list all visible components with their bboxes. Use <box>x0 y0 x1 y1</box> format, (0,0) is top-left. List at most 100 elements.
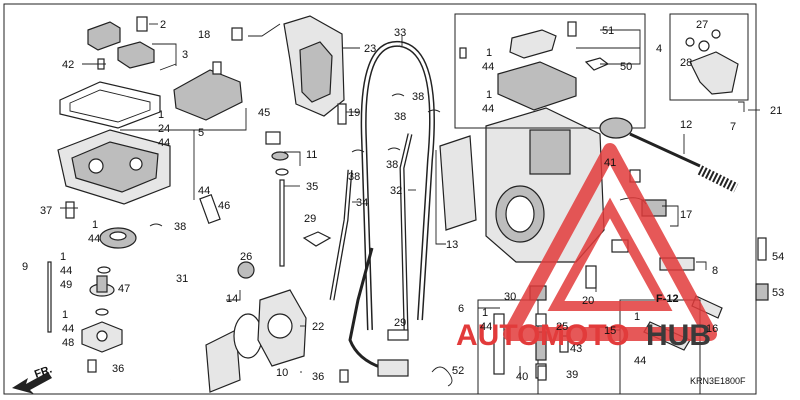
cover-cap <box>117 41 155 69</box>
clip-29 <box>302 231 332 247</box>
label-43: 43 <box>570 343 582 355</box>
gasket-14 <box>205 329 241 393</box>
label-f12: F-12 <box>656 293 679 305</box>
hose-33-right-inner <box>399 42 434 321</box>
label-41: 41 <box>604 157 616 169</box>
label-46: 46 <box>218 200 230 212</box>
throttle-valve-12 <box>599 117 739 193</box>
tube-31-inner <box>148 232 172 381</box>
float-valve-parts <box>47 201 137 373</box>
carburetor-body <box>439 107 605 263</box>
valve-head <box>599 117 633 139</box>
spring-11 <box>271 151 289 161</box>
insulator-parts <box>205 289 307 393</box>
label-42: 42 <box>62 59 74 71</box>
label-38-c: 38 <box>394 111 406 123</box>
screw-20 <box>585 265 597 289</box>
chamber-bore-2 <box>129 157 143 171</box>
watermark-inner-triangle <box>547 197 673 311</box>
label-2: 2 <box>160 19 166 31</box>
label-31: 31 <box>176 273 188 285</box>
label-24: 24 <box>158 123 170 135</box>
label-44-b: 44 <box>198 185 210 197</box>
label-30: 30 <box>504 291 516 303</box>
label-20: 20 <box>582 295 594 307</box>
throttle-cover-inner <box>299 41 333 103</box>
hose-34-inner <box>330 169 352 301</box>
label-38-d: 38 <box>348 171 360 183</box>
label-38-a: 38 <box>174 221 186 233</box>
label-35: 35 <box>306 181 318 193</box>
washer-35 <box>275 168 289 176</box>
top-cap-frame <box>454 13 646 129</box>
jet-46 <box>199 193 221 225</box>
watermark-text-moto: MOTO <box>540 319 629 352</box>
label-38-b: 38 <box>412 91 424 103</box>
label-34: 34 <box>356 197 368 209</box>
hose-33-left-inner <box>362 42 401 331</box>
label-54: 54 <box>772 251 784 263</box>
label-6: 6 <box>458 303 464 315</box>
diaphragm-cover-hole <box>96 330 108 342</box>
watermark-triangle <box>503 143 717 341</box>
jet-39 <box>537 365 547 381</box>
right-small-parts <box>691 237 769 319</box>
pilot-47 <box>96 275 108 293</box>
label-23: 23 <box>364 43 376 55</box>
throttle-cover-23 <box>231 15 345 117</box>
label-44-c: 44 <box>88 233 100 245</box>
label-1-e: 1 <box>486 47 492 59</box>
watermark-text-hub: HUB <box>646 319 711 352</box>
top-cover-screw <box>212 61 222 75</box>
label-39: 39 <box>566 369 578 381</box>
label-44-i: 44 <box>480 321 492 333</box>
chamber-interior <box>71 141 159 193</box>
label-10: 10 <box>276 367 288 379</box>
valve-spring <box>697 165 739 193</box>
label-32: 32 <box>390 185 402 197</box>
label-44-d: 44 <box>60 265 72 277</box>
label-11: 11 <box>306 149 317 161</box>
label-12: 12 <box>680 119 692 131</box>
label-1-g: 1 <box>634 311 640 323</box>
screw-18 <box>231 27 243 41</box>
clip-38-c <box>351 149 365 153</box>
label-36-b: 36 <box>312 371 324 383</box>
label-14: 14 <box>226 293 238 305</box>
label-19: 19 <box>348 107 360 119</box>
plug-26 <box>237 261 255 279</box>
cap-plate <box>509 29 557 59</box>
label-48: 48 <box>62 337 74 349</box>
plug-53 <box>755 283 769 301</box>
insulator-22-bore <box>267 313 293 339</box>
label-16: 16 <box>706 323 718 335</box>
label-3: 3 <box>182 49 188 61</box>
clip-52 <box>431 366 453 387</box>
pin-3 <box>159 63 177 71</box>
clip-38-d <box>387 147 401 151</box>
needle-parts <box>237 131 332 279</box>
carb-top-block <box>529 129 571 175</box>
label-50: 50 <box>620 61 632 73</box>
label-9: 9 <box>22 261 28 273</box>
label-44-e: 44 <box>62 323 74 335</box>
label-44-h: 44 <box>634 355 646 367</box>
label-1-b: 1 <box>92 219 98 231</box>
watermark-text-auto: AUTO <box>456 319 540 352</box>
leader-lines <box>60 23 760 378</box>
label-27: 27 <box>696 19 708 31</box>
screw-36-center <box>339 369 349 383</box>
top-cover-45 <box>173 61 243 121</box>
label-29-a: 29 <box>304 213 316 225</box>
label-1-h: 1 <box>482 307 488 319</box>
label-40: 40 <box>516 371 528 383</box>
oring-49 <box>97 266 111 274</box>
diagram-code: KRN3E1800F <box>690 376 746 386</box>
label-49: 49 <box>60 279 72 291</box>
screw-36 <box>87 359 97 373</box>
clip-38-a <box>391 93 405 97</box>
label-1-c: 1 <box>60 251 66 263</box>
gasket-outline <box>59 81 161 129</box>
screw-27 <box>711 29 721 39</box>
